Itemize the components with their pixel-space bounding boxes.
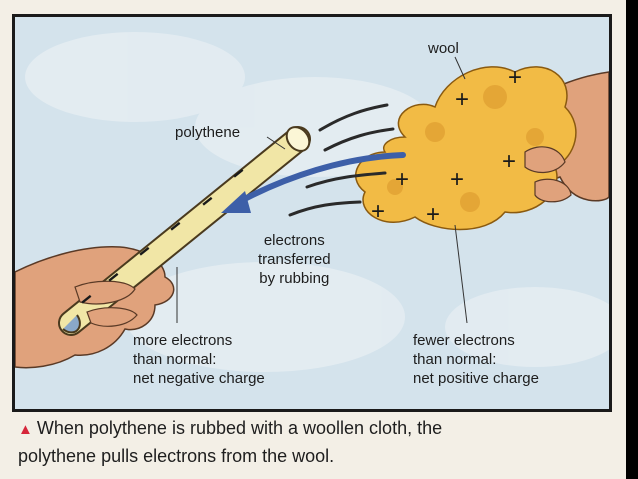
plus-sign: + <box>455 86 469 113</box>
plus-sign: + <box>508 64 522 91</box>
negative-label-line: net negative charge <box>133 370 265 387</box>
caption-text: When polythene is rubbed with a woollen … <box>36 418 443 438</box>
triangle-marker-icon: ▲ <box>18 421 33 438</box>
polythene-label: polythene <box>175 124 241 141</box>
plus-sign: + <box>371 198 385 225</box>
positive-label-line: fewer electrons <box>413 332 515 349</box>
positive-charge-label: fewer electrons than normal: net positiv… <box>413 331 539 388</box>
negative-charge-label: more electrons than normal: net negative… <box>133 331 265 388</box>
caption-line: ▲When polythene is rubbed with a woollen… <box>18 415 618 443</box>
electrons-label-line: by rubbing <box>259 270 330 287</box>
electrons-label-line: electrons <box>263 232 325 249</box>
wool-texture <box>387 85 544 212</box>
positive-pointer-line <box>454 224 468 324</box>
electrons-transferred-label: electrons transferred by rubbing <box>258 231 331 288</box>
positive-charges: + + + + + + + <box>371 64 522 228</box>
figure-caption: ▲When polythene is rubbed with a woollen… <box>18 415 618 469</box>
wool-pointer-line <box>454 56 466 80</box>
plus-sign: + <box>502 148 516 175</box>
plus-sign: + <box>450 166 464 193</box>
plus-sign: + <box>426 201 440 228</box>
motion-lines <box>288 103 395 217</box>
negative-label-line: more electrons <box>133 332 233 349</box>
caption-line: polythene pulls electrons from the wool. <box>18 446 335 466</box>
diagram-artwork: − − − − − − + + + + + + + <box>15 32 609 372</box>
wool-label: wool <box>428 40 459 57</box>
electrons-label-line: transferred <box>258 251 331 268</box>
positive-label-line: than normal: <box>413 351 497 368</box>
sky-clouds <box>25 32 609 372</box>
static-charge-diagram: − − − − − − + + + + + + + wool polythene… <box>12 14 612 412</box>
positive-label-line: net positive charge <box>413 370 539 387</box>
left-hand-fingers <box>74 280 138 327</box>
plus-sign: + <box>395 166 409 193</box>
polythene-pointer-line <box>266 136 286 150</box>
negative-label-line: than normal: <box>133 351 217 368</box>
electron-arrow <box>221 152 406 213</box>
right-hand-fingers <box>524 146 572 203</box>
